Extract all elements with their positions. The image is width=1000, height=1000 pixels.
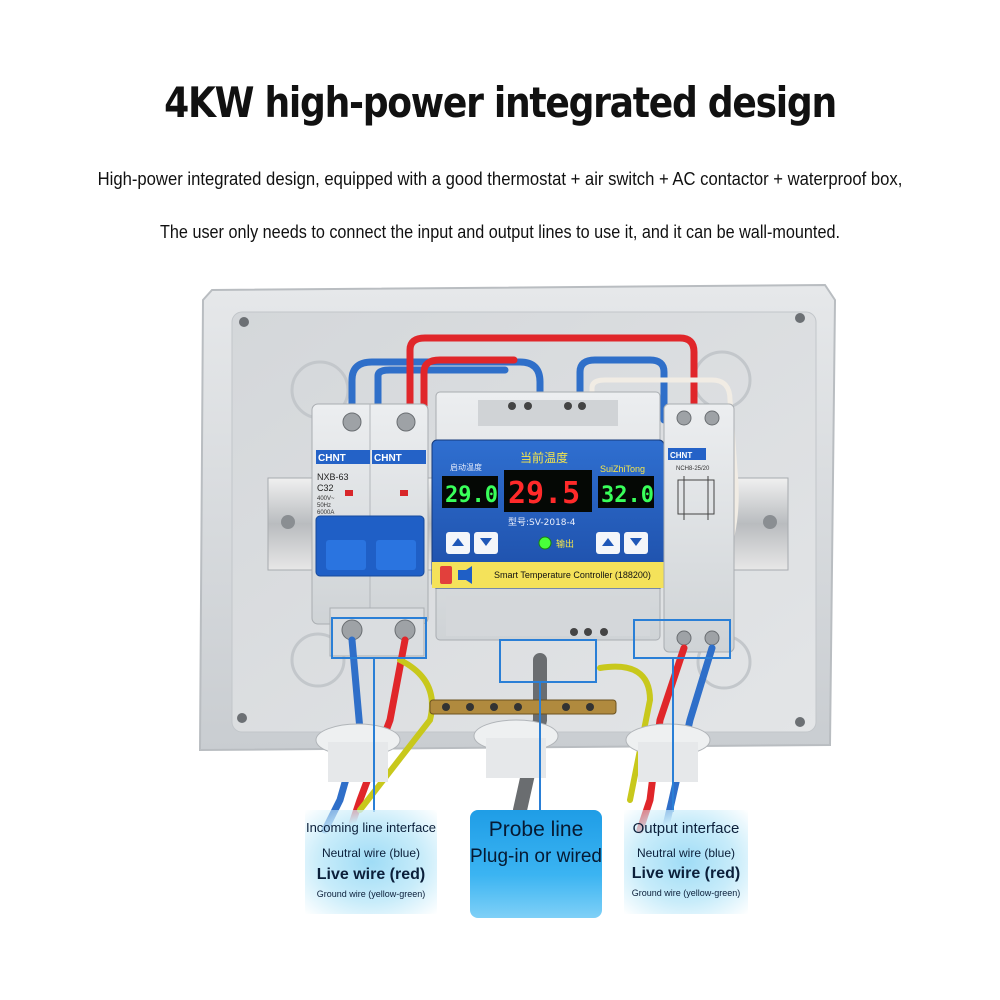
output-neutral: Neutral wire (blue)	[636, 846, 736, 860]
up-arrow-icon	[452, 538, 464, 546]
breaker-spec-2: 50Hz	[317, 503, 331, 509]
wires-top	[348, 334, 739, 563]
probe-line-1: Probe line	[488, 818, 584, 841]
output-title: Output interface	[632, 820, 740, 837]
thermostat: 当前温度 启动温度 SuiZhiTong 29.0 29.5 32.0 型号:S…	[431, 391, 665, 641]
contactor-model: NCH8-25/20	[676, 466, 710, 472]
breaker-rating: C32	[317, 483, 334, 493]
speaker-icon	[458, 566, 472, 584]
probe-line-callout: Probe line Plug-in or wired	[470, 810, 602, 918]
headline: 4KW high-power integrated design	[164, 78, 837, 127]
incoming-title: Incoming line interface	[305, 820, 437, 835]
display-left-label: 启动温度	[450, 462, 482, 472]
output-live: Live wire (red)	[631, 865, 741, 882]
model-label: 型号:SV-2018-4	[508, 517, 576, 528]
output-label: 输出	[556, 538, 574, 550]
output-indicator-led	[538, 536, 552, 550]
probe-line-2: Plug-in or wired	[470, 846, 602, 867]
start-temperature: 29.0	[445, 483, 498, 508]
breaker-brand-2: CHNT	[374, 453, 402, 464]
product-label: Smart Temperature Controller (188200)	[494, 570, 651, 580]
incoming-live: Live wire (red)	[316, 866, 426, 883]
incoming-ground: Ground wire (yellow-green)	[316, 889, 426, 899]
incoming-neutral: Neutral wire (blue)	[321, 846, 421, 860]
thermometer-icon	[440, 566, 452, 584]
breaker-brand: CHNT	[318, 453, 346, 464]
callout-frames	[331, 617, 731, 812]
stop-temperature: 32.0	[601, 483, 654, 508]
subtitle-line-1: High-power integrated design, equipped w…	[97, 168, 903, 189]
subtitle-line-2: The user only needs to connect the input…	[160, 222, 840, 242]
incoming-interface-callout: Incoming line interface Neutral wire (bl…	[305, 810, 437, 914]
output-interface-callout: Output interface Neutral wire (blue) Liv…	[624, 810, 748, 914]
breaker-model: NXB-63	[317, 472, 349, 482]
breaker-spec-3: 6000A	[317, 510, 334, 516]
display-right-label: SuiZhiTong	[600, 464, 645, 474]
contactor-brand: CHNT	[670, 451, 692, 460]
cable-glands	[315, 719, 711, 782]
current-temperature: 29.5	[508, 476, 580, 511]
breaker-spec-1: 400V~	[317, 496, 335, 502]
air-switch: CHNT CHNT NXB-63 C32 400V~ 50Hz 6000A	[311, 403, 429, 657]
up-arrow-icon-2	[602, 538, 614, 546]
down-arrow-icon-2	[630, 538, 642, 546]
display-header: 当前温度	[520, 450, 568, 465]
down-arrow-icon	[480, 538, 492, 546]
ac-contactor: CHNT NCH8-25/20	[663, 403, 735, 653]
ground-terminal-bar	[429, 699, 617, 715]
output-ground: Ground wire (yellow-green)	[631, 888, 741, 898]
